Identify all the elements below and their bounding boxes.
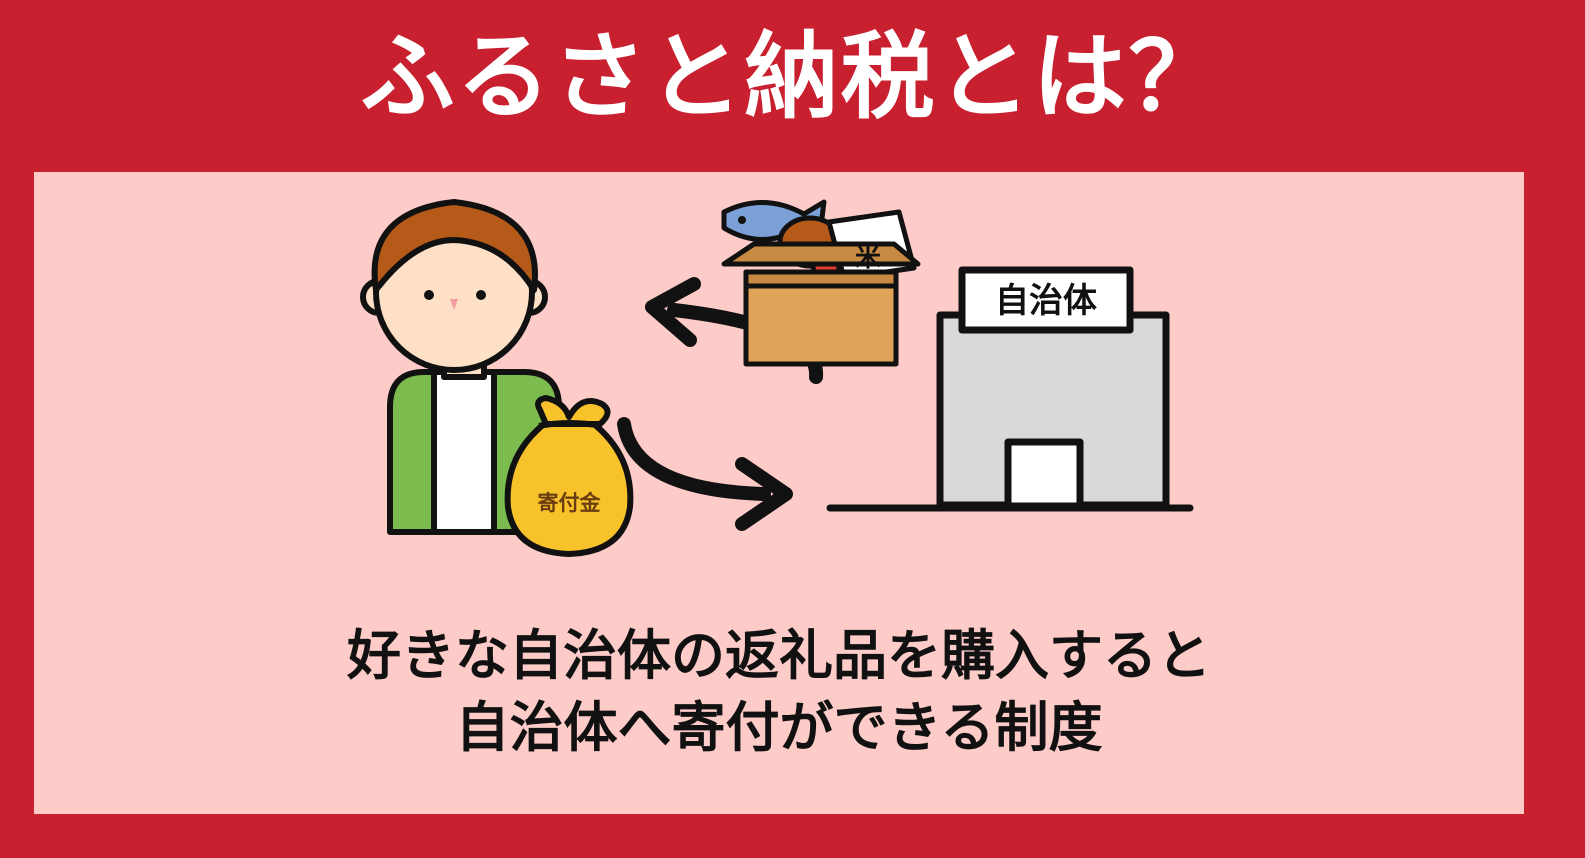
caption-line-2: 自治体へ寄付ができる制度 [455,696,1103,759]
content-panel: 寄付金 [34,172,1524,814]
municipality-building [826,266,1194,512]
rice-label: 米 [855,243,881,273]
return-gift-box [721,199,921,367]
arrow-to-municipality [617,417,793,531]
description-caption: 好きな自治体の返礼品を購入すると 自治体へ寄付ができる制度 [34,620,1524,764]
municipality-sign-label: 自治体 [995,281,1097,321]
money-bag-icon [504,395,634,557]
caption-line-1: 好きな自治体の返礼品を購入すると [347,624,1211,687]
donation-bag-label: 寄付金 [538,491,602,515]
page-title: ふるさと納税とは？ [360,23,1225,132]
person-figure [360,199,562,535]
furusato-illustration: 寄付金 [360,199,1194,557]
